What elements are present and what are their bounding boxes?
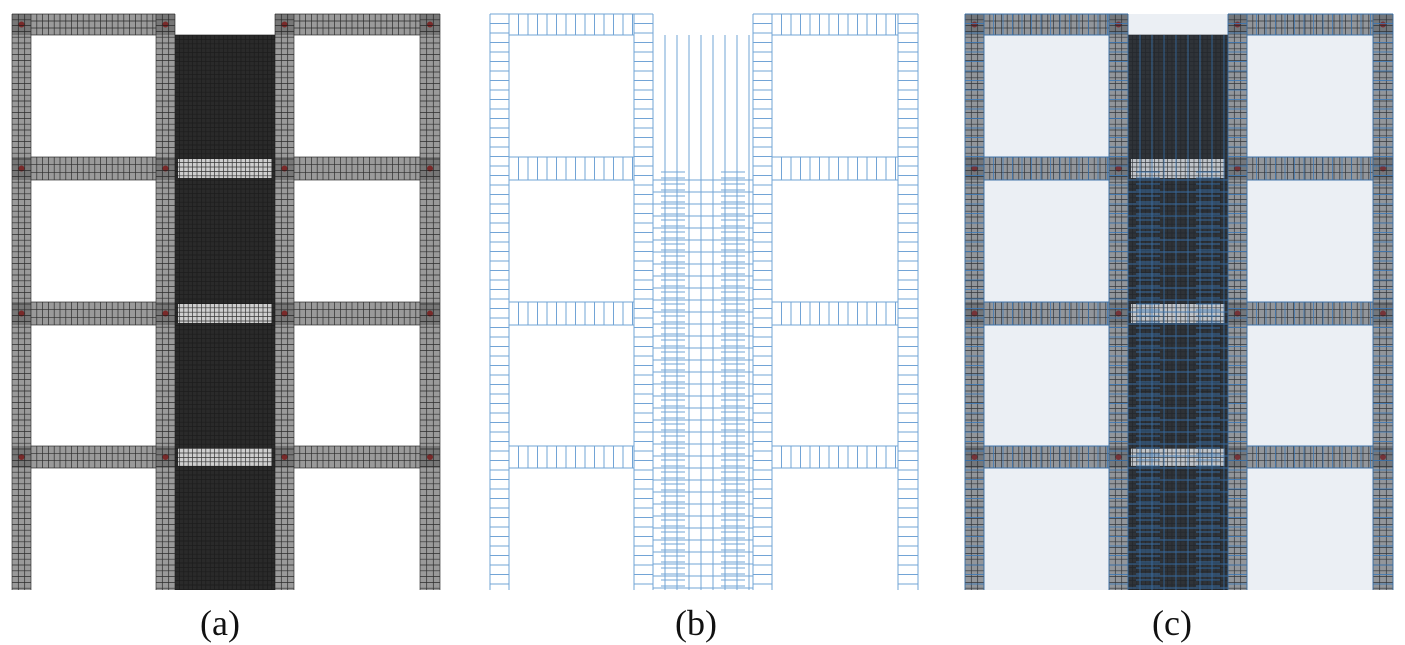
infill-beam-strip-3 [178, 448, 272, 466]
concrete-mesh-lines [11, 13, 441, 590]
caption-c: (c) [1152, 603, 1192, 643]
beam-4-2 [1247, 446, 1373, 468]
node-marker [971, 454, 978, 460]
node-marker [18, 165, 25, 172]
beam-3-1 [31, 302, 156, 325]
node-marker [1380, 165, 1386, 172]
node-marker [281, 310, 288, 317]
infill-beam-strip-2 [178, 304, 272, 323]
node-marker [162, 21, 169, 28]
node-marker [162, 310, 169, 317]
node-marker [18, 21, 25, 28]
node-marker [1115, 165, 1122, 172]
panel-a-concrete-mesh [11, 13, 441, 590]
beam-4-2 [294, 446, 420, 468]
node-marker [427, 310, 433, 317]
node-marker [162, 165, 169, 172]
beam-2-2 [1247, 157, 1373, 180]
beam-1-2 [294, 14, 420, 35]
rebar-lines [964, 13, 1394, 590]
beam-1-1 [31, 14, 156, 35]
beam-4-1 [984, 446, 1109, 468]
beam-1-2 [1247, 14, 1373, 35]
node-marker [971, 310, 978, 317]
node-marker [162, 454, 169, 460]
caption-b: (b) [675, 603, 717, 643]
node-marker [281, 21, 288, 28]
beam-2-1 [31, 157, 156, 180]
node-marker [1115, 21, 1122, 28]
beam-3-2 [1247, 302, 1373, 325]
node-marker [1380, 310, 1386, 317]
node-marker [427, 454, 433, 460]
node-marker [1234, 454, 1241, 460]
panel-c-combined-mesh [964, 13, 1394, 590]
node-marker [1380, 454, 1386, 460]
node-marker [281, 165, 288, 172]
node-marker [971, 165, 978, 172]
beam-3-2 [294, 302, 420, 325]
node-marker [1115, 454, 1122, 460]
node-marker [427, 21, 433, 28]
node-marker [1380, 21, 1386, 28]
node-marker [1234, 21, 1241, 28]
beam-2-2 [294, 157, 420, 180]
node-marker [1234, 310, 1241, 317]
node-marker [971, 21, 978, 28]
beam-1-1 [984, 14, 1109, 35]
panel-b-reinforcement-mesh [489, 13, 919, 590]
node-marker [18, 454, 25, 460]
beam-3-1 [984, 302, 1109, 325]
rebar-lines [489, 13, 919, 590]
caption-a: (a) [200, 603, 240, 643]
node-marker [427, 165, 433, 172]
beam-4-1 [31, 446, 156, 468]
node-marker [1234, 165, 1241, 172]
beam-2-1 [984, 157, 1109, 180]
infill-beam-strip-1 [178, 159, 272, 178]
node-marker [18, 310, 25, 317]
node-marker [1115, 310, 1122, 317]
node-marker [281, 454, 288, 460]
